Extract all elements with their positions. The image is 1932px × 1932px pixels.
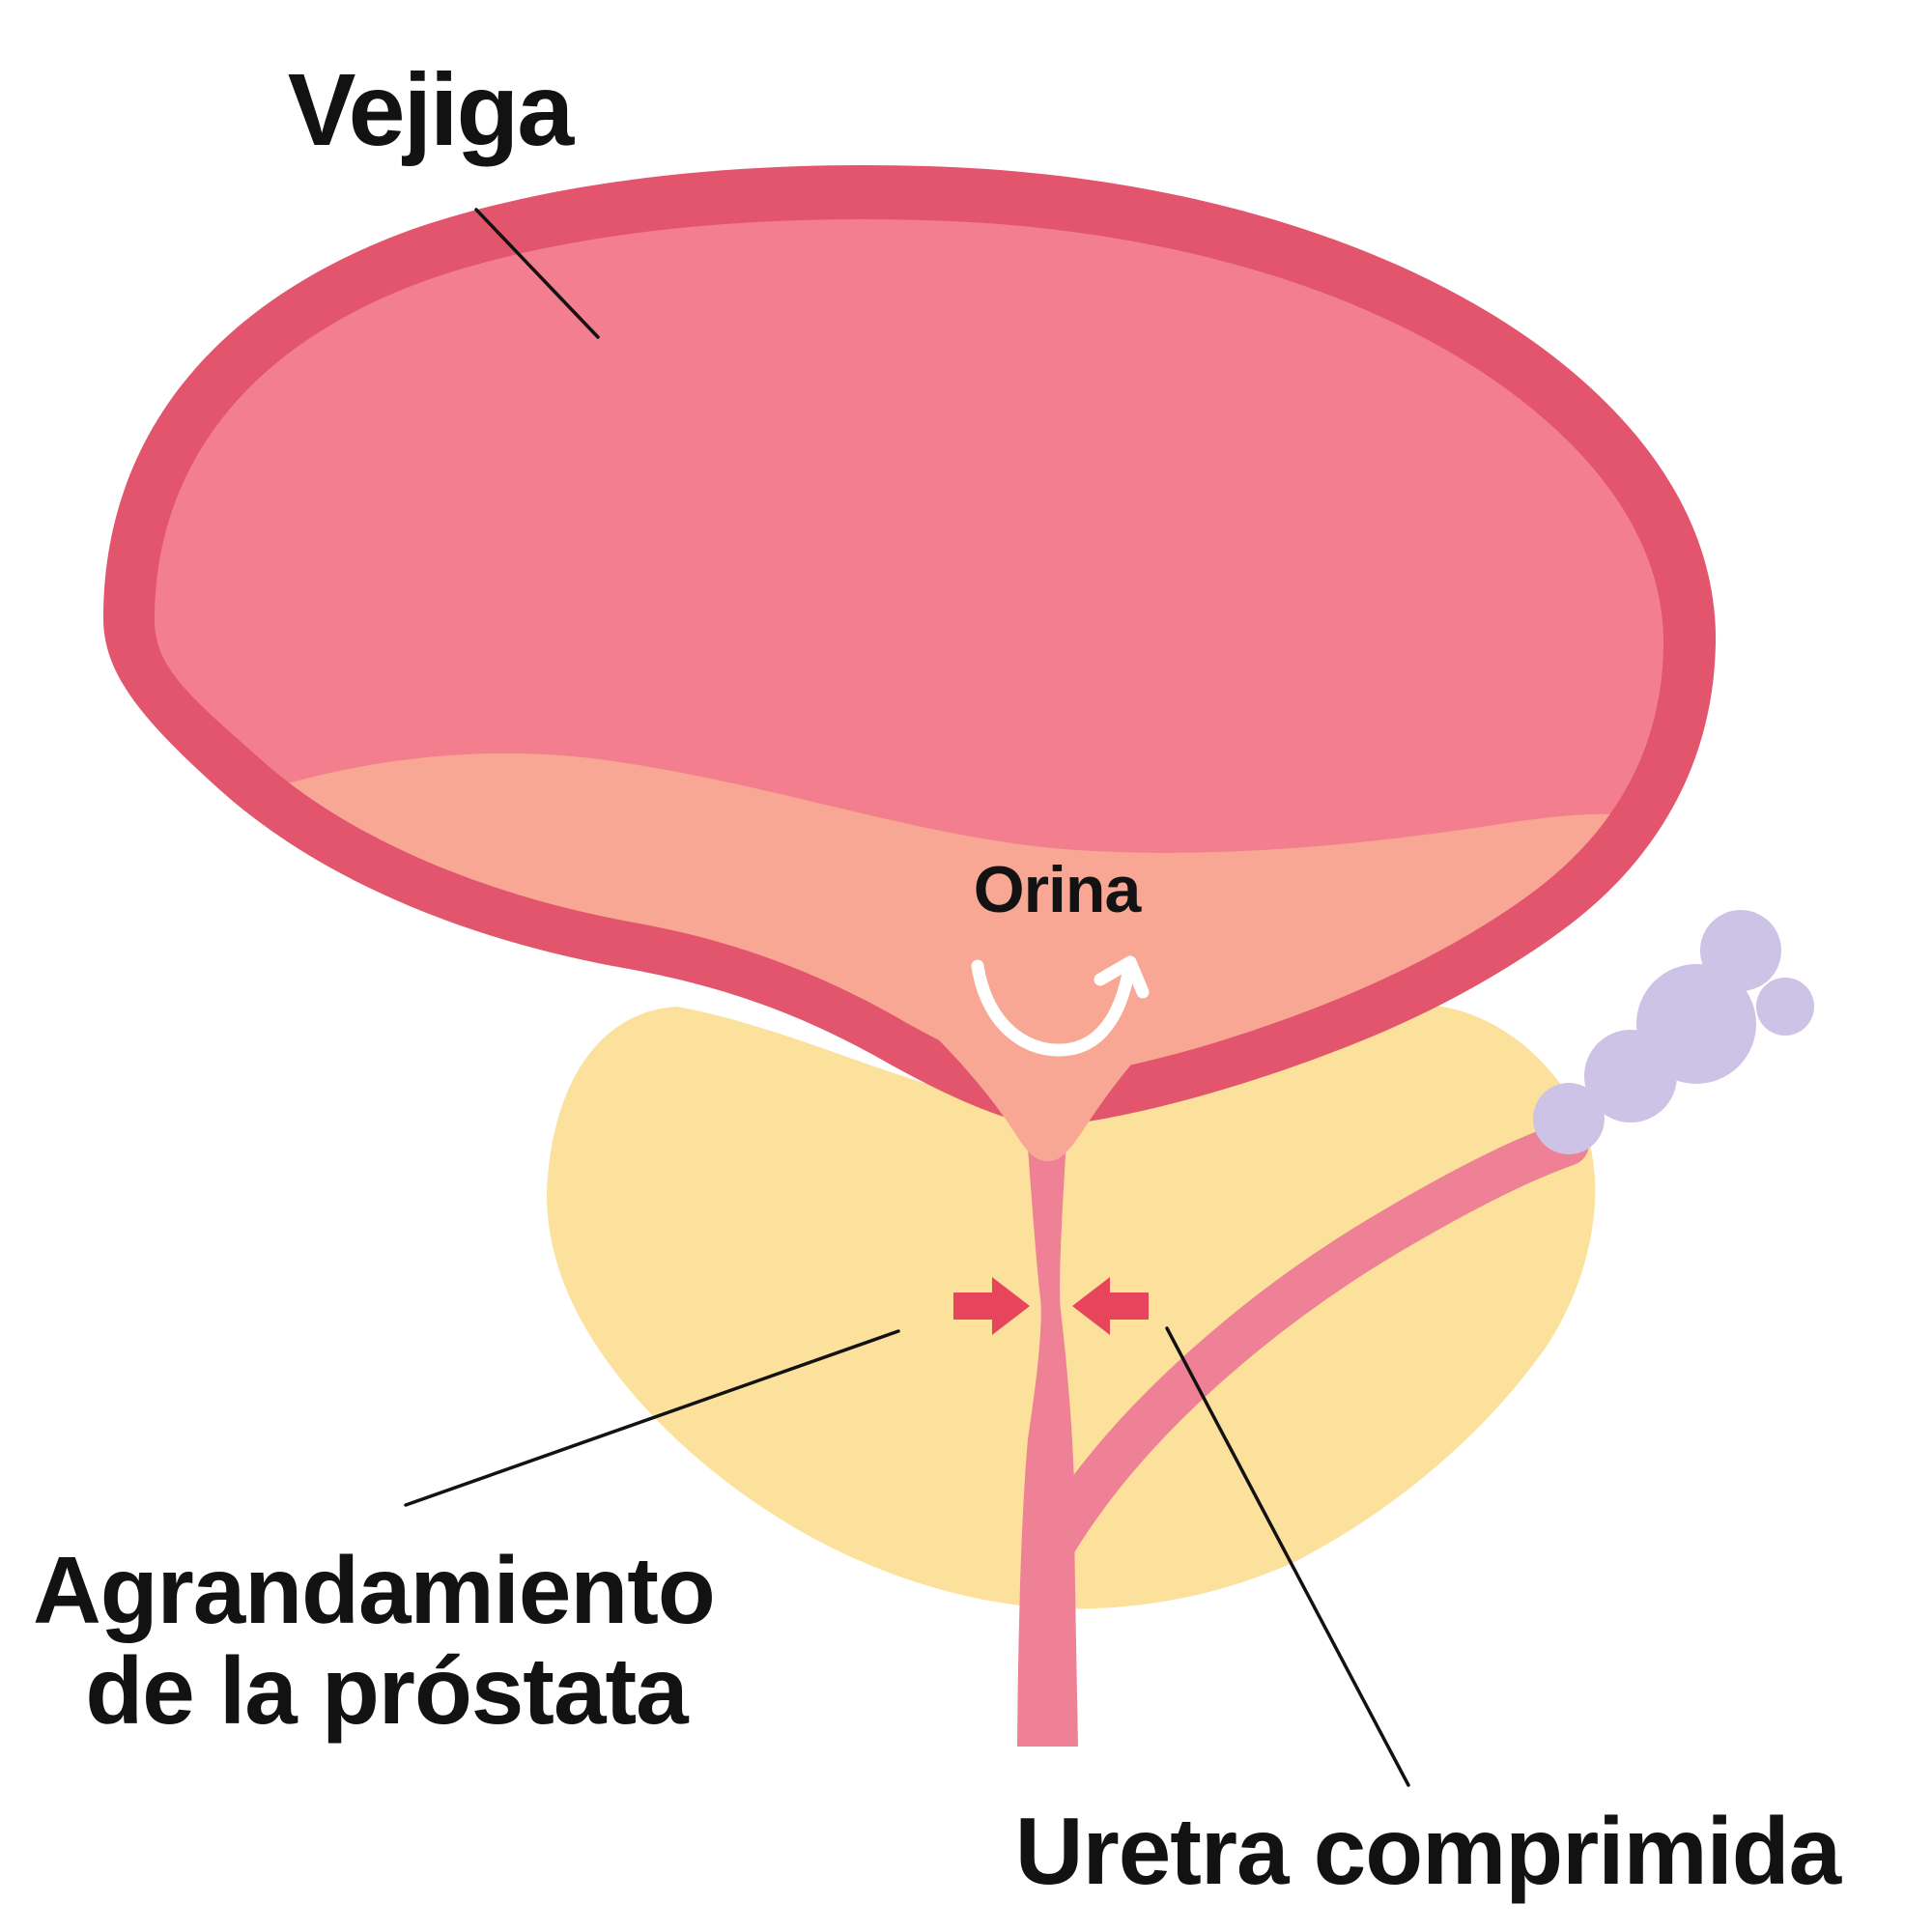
seminal-duct	[1033, 1122, 1589, 1564]
leader-line-prostate	[404, 1329, 900, 1507]
prostate-label-line2: de la próstata	[85, 1637, 690, 1744]
prostate-label: Agrandamiento de la próstata	[33, 1537, 740, 1744]
prostate-label-line1: Agrandamiento	[33, 1537, 715, 1643]
urine-fill	[155, 753, 1664, 1078]
urine-label: Orina	[974, 853, 1143, 926]
urine-flow-arrow-icon	[971, 955, 1150, 1057]
urethra-label: Uretra comprimida	[1015, 1798, 1843, 1904]
seminal-vesicle-shape	[1533, 910, 1814, 1154]
compression-arrow-left-icon	[953, 1277, 1030, 1335]
bladder-label: Vejiga	[288, 53, 575, 167]
bladder-group	[103, 164, 1717, 1161]
compression-arrow-right-icon	[1072, 1277, 1149, 1335]
urethra-tube	[1017, 1096, 1078, 1747]
prostate-shape	[547, 1004, 1596, 1609]
bladder-neck-funnel	[918, 1019, 1174, 1161]
leader-line-bladder	[474, 208, 600, 339]
leader-line-urethra	[1165, 1326, 1410, 1787]
